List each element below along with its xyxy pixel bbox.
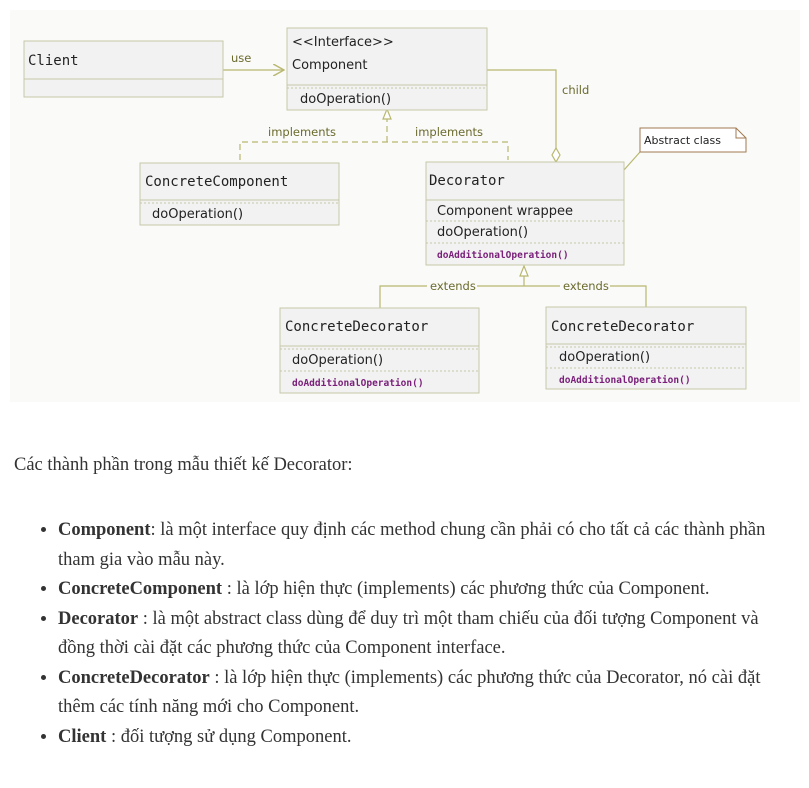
concrete-decorator-1-name: ConcreteDecorator (285, 319, 428, 335)
concrete-decorator-2-extra-op: doAdditionalOperation() (559, 375, 691, 386)
extends-left-label: extends (430, 279, 476, 293)
connector-labels: use child implements implements extends … (231, 51, 610, 294)
decorator-name: Decorator (429, 173, 505, 189)
client-class: Client (23, 40, 224, 98)
list-desc: : là một abstract class dùng để duy trì … (58, 608, 759, 659)
component-interface: <<Interface>> Component doOperation() (286, 27, 488, 111)
decorator-class: Decorator Component wrappee doOperation(… (425, 161, 625, 266)
uml-diagram-svg: use child implements implements extends … (10, 10, 800, 402)
list-desc: : là lớp hiện thực (implements) các phươ… (58, 667, 761, 718)
list-item-component: Component: là một interface quy định các… (58, 516, 794, 575)
list-desc: : đối tượng sử dụng Component. (106, 726, 352, 747)
list-term: Client (58, 726, 107, 747)
implements-arrowhead (382, 107, 392, 120)
article-text: Các thành phần trong mẫu thiết kế Decora… (14, 452, 794, 752)
abstract-class-note: Abstract class (639, 127, 747, 153)
list-term: ConcreteDecorator (58, 667, 210, 688)
list-term: Component (58, 520, 151, 540)
list-item-concrete-component: ConcreteComponent : là lớp hiện thực (im… (58, 575, 794, 605)
note-text: Abstract class (644, 134, 721, 147)
concrete-component-class: ConcreteComponent doOperation() (139, 162, 340, 226)
intro-paragraph: Các thành phần trong mẫu thiết kế Decora… (14, 455, 353, 475)
implements-line (239, 141, 509, 160)
extends-right-label-bg (560, 278, 610, 294)
decorator-extra-op: doAdditionalOperation() (437, 250, 569, 261)
implements-left-label-bg (265, 124, 335, 140)
implements-left-label: implements (268, 125, 336, 139)
concrete-decorator-class-2: ConcreteDecorator doOperation() doAdditi… (545, 306, 747, 390)
note-connector (623, 151, 641, 171)
extends-left-label-bg (427, 278, 477, 294)
connectors (223, 69, 647, 308)
use-label: use (231, 51, 251, 65)
extends-arrowhead (519, 264, 529, 277)
list-term: Decorator (58, 608, 139, 629)
component-name: Component (292, 58, 367, 73)
child-label: child (562, 83, 589, 97)
decorator-op: doOperation() (437, 225, 528, 240)
client-name: Client (28, 53, 79, 69)
concrete-decorator-1-op: doOperation() (292, 353, 383, 368)
list-term: ConcreteComponent (58, 579, 223, 599)
child-aggregation-line (487, 69, 557, 150)
extends-line (379, 285, 647, 308)
list-item-concrete-decorator: ConcreteDecorator : là lớp hiện thực (im… (58, 664, 794, 723)
implements-right-label: implements (415, 125, 483, 139)
implements-right-label-bg (412, 124, 482, 140)
concrete-component-op: doOperation() (152, 207, 243, 222)
list-item-client: Client : đối tượng sử dụng Component. (58, 723, 794, 753)
concrete-decorator-2-op: doOperation() (559, 350, 650, 365)
concrete-decorator-class-1: ConcreteDecorator doOperation() doAdditi… (279, 307, 480, 394)
list-item-decorator: Decorator : là một abstract class dùng đ… (58, 605, 794, 664)
uml-diagram: use child implements implements extends … (10, 10, 800, 402)
concrete-decorator-1-extra-op: doAdditionalOperation() (292, 378, 424, 389)
list-desc: : là một interface quy định các method c… (58, 520, 766, 570)
list-desc: : là lớp hiện thực (implements) các phươ… (222, 579, 710, 599)
extends-right-label: extends (563, 279, 609, 293)
component-stereotype: <<Interface>> (292, 35, 394, 50)
component-op: doOperation() (300, 92, 391, 107)
concrete-component-name: ConcreteComponent (145, 174, 288, 190)
concrete-decorator-2-name: ConcreteDecorator (551, 319, 694, 335)
component-list: Component: là một interface quy định các… (14, 516, 794, 752)
decorator-attr: Component wrappee (437, 204, 573, 219)
